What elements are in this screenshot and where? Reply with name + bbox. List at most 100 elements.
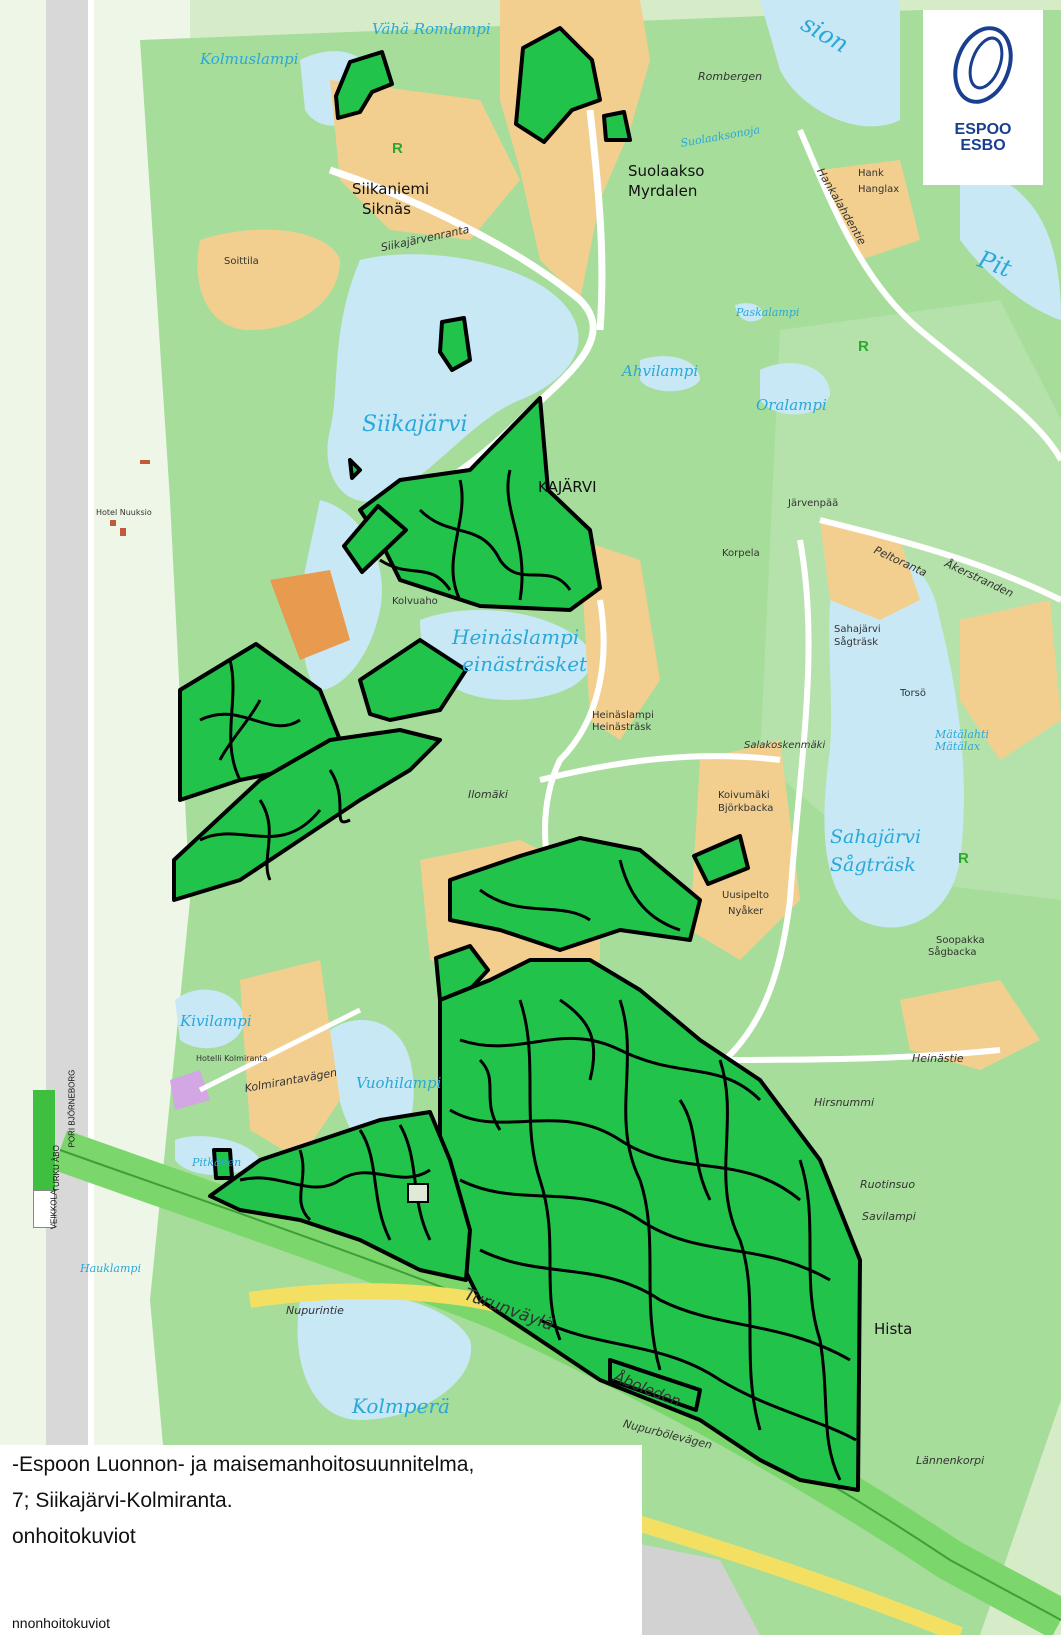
lake-oralampi [760,363,830,415]
label-pitkanen: Pitkänen [192,1156,242,1169]
label-nyaker: Nyåker [728,906,764,917]
label-matalax: Mätälax [935,740,981,753]
lake-east [960,160,1061,320]
road-sign-top: PORI BJÖRNEBORG [33,1070,76,1150]
motorway-strip-edge [88,0,94,1635]
compartment[interactable] [348,458,362,480]
legend-item-label: nnonhoitokuviot [12,1615,111,1631]
compartment[interactable] [172,728,442,902]
compartment[interactable] [602,110,632,142]
compartment[interactable] [608,1358,702,1412]
road-kolmirantavagen [198,1007,362,1093]
label-ruotinsuo: Ruotinsuo [860,1178,916,1191]
residential-area [240,960,340,1160]
label-matalahti: Mätälahti [935,728,989,741]
lake-north-bay [760,0,900,127]
lake-ahvilampi [640,356,700,392]
compartment[interactable] [692,834,750,886]
label-torso: Torsö [900,688,926,699]
label-hista: Hista [874,1320,913,1338]
label-siknas: Siknäs [362,200,411,218]
compartment[interactable] [334,50,394,120]
compartment[interactable] [358,396,602,612]
residential-area [820,520,920,620]
unmanaged-patch [407,1183,429,1203]
compartment[interactable] [448,836,702,952]
compartment[interactable] [358,638,468,722]
label-bjorkbacka: Björkbacka [718,803,774,814]
residential-area [960,600,1061,760]
label-heinastrask-place: Heinästräsk [592,722,652,733]
label-lannenkorpi: Lännenkorpi [916,1454,985,1467]
label-soopakka: Soopakka [936,935,985,946]
label-vuohilampi: Vuohilampi [356,1074,442,1092]
label-kolmuslampi: Kolmuslampi [200,50,299,68]
road-sign-mid: TURKU ÅBO [33,1145,61,1192]
espoo-logo: ESPOO ESBO [923,10,1043,185]
lake-kolmpera [297,1292,472,1420]
residential-area [900,980,1040,1070]
label-kolvuaho: Kolvuaho [392,596,438,607]
residential-area [170,1070,210,1110]
label-kivilampi: Kivilampi [180,1012,252,1030]
label-heinaslampi-lake: Heinäslampi [452,625,580,649]
compartment[interactable] [208,1110,472,1282]
lake-kivilampi [175,989,245,1049]
label-paskalampi: Paskalampi [736,306,800,319]
logo-text-espoo: ESPOO [954,121,1012,138]
road-sign: PORI BJÖRNEBORG TURKU ÅBO VEIKKOLA [33,1070,76,1229]
compartment[interactable] [438,316,472,372]
label-kajarvi: KAJÄRVI [538,478,597,496]
legend-title-line3: onhoitokuviot [12,1525,136,1548]
legend-title-line1: -Espoon Luonnon- ja maisemanhoitosuunnit… [12,1453,475,1476]
road-sahajarventie [698,539,812,1083]
label-sagbacka: Sågbacka [928,947,977,958]
road-myrdalsv [586,109,606,331]
label-sahajarvi-lake: Sahajärvi [830,826,922,848]
label-hirsnummi: Hirsnummi [814,1096,875,1109]
label-heinaslampi-place: Heinäslampi [592,710,654,721]
label-soittila: Soittila [224,256,259,267]
label-ahvilampi: Ahvilampi [622,362,699,380]
building-markers [110,460,150,536]
compartment[interactable] [514,26,602,144]
lake-paskalampi [735,303,763,322]
label-salakoskenmaki: Salakoskenmäki [744,740,826,751]
label-vaha-romlampi: Vähä Romlampi [372,20,491,38]
lake-sahajarvi [824,552,964,928]
label-sagtrask-place: Sågträsk [834,637,878,648]
label-heinastrasket: einästräsket [462,652,588,676]
label-kolmpera: Kolmperä [352,1394,450,1418]
road-peltoranta [819,517,1061,603]
label-siikaniemi: Siikaniemi [352,180,430,198]
label-korpela: Korpela [722,548,760,559]
label-nupurintie: Nupurintie [286,1304,344,1317]
espoo-crest-icon [953,26,1013,104]
recreation-marker: R [858,338,869,355]
compartments [172,26,862,1492]
residential-area [820,160,920,260]
road-heinastie [699,1047,1001,1063]
residential-area [197,229,340,330]
map-legend: -Espoon Luonnon- ja maisemanhoitosuunnit… [0,1445,642,1635]
label-sagtrask-lake: Sågträsk [830,854,916,876]
label-oralampi: Oralampi [756,396,827,414]
label-suolaakso: Suolaakso [628,162,705,180]
lake-siikajarvi [327,254,579,502]
label-hotelli-kolmiranta: Hotelli Kolmiranta [196,1054,268,1063]
motorway-strip [46,0,92,1635]
label-hank: Hank [858,168,884,179]
label-rombergen: Rombergen [698,70,763,83]
compartment[interactable] [342,504,408,574]
logo-text-esbo: ESBO [960,137,1006,154]
legend-title-line2: 7; Siikajärvi-Kolmiranta. [12,1489,233,1512]
road-sign-bottom: VEIKKOLA [33,1190,58,1229]
residential-area [330,80,520,240]
label-hanglax: Hanglax [858,184,900,195]
recreation-marker: R [958,850,969,867]
residential-area [270,570,350,660]
label-uusipelto: Uusipelto [722,890,769,901]
label-hauklampi: Hauklampi [80,1262,141,1275]
